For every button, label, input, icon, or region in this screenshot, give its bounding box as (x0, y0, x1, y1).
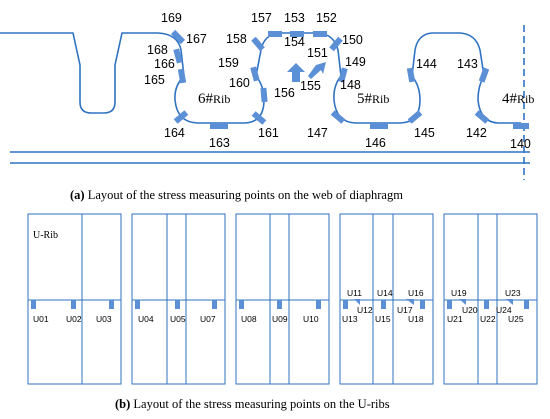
point-151: 151 (307, 46, 328, 60)
point-154: 154 (284, 35, 305, 49)
point-U16: U16 (408, 288, 424, 298)
point-U01: U01 (33, 314, 49, 324)
urib-panel-title: U-Rib (33, 230, 58, 241)
point-159: 159 (218, 56, 239, 70)
point-168: 168 (147, 43, 168, 57)
point-U18: U18 (408, 314, 424, 324)
point-164: 164 (164, 126, 185, 140)
point-U23: U23 (505, 288, 521, 298)
point-U12: U12 (357, 305, 373, 315)
point-U19: U19 (451, 288, 467, 298)
point-149: 149 (345, 55, 366, 69)
caption-b: (b) Layout of the stress measuring point… (115, 397, 390, 411)
point-U03: U03 (96, 314, 112, 324)
point-U22: U22 (480, 314, 496, 324)
point-161: 161 (258, 126, 279, 140)
urib-panels (27, 213, 538, 385)
point-148: 148 (340, 78, 361, 92)
point-158: 158 (226, 32, 247, 46)
point-145: 145 (414, 126, 435, 140)
point-U05: U05 (170, 314, 186, 324)
point-166: 166 (154, 57, 175, 71)
gauges-web (170, 29, 529, 129)
point-U21: U21 (447, 314, 463, 324)
rib-label-6: 6#Rib (198, 91, 230, 107)
point-U08: U08 (241, 314, 257, 324)
point-labels-urib: U01 U02 U03 U04 U05 U07 U08 U09 U10 U11 … (33, 288, 524, 324)
point-144: 144 (416, 57, 437, 71)
point-142: 142 (466, 126, 487, 140)
point-labels-web: 169 168 167 166 165 164 163 161 160 159 … (144, 11, 531, 151)
point-U20: U20 (462, 305, 478, 315)
point-167: 167 (186, 32, 207, 46)
point-153: 153 (284, 11, 305, 25)
caption-a: (a) Layout of the stress measuring point… (70, 188, 403, 202)
point-U25: U25 (508, 314, 524, 324)
point-U11: U11 (347, 288, 362, 298)
gauges-urib (31, 299, 529, 309)
point-140: 140 (510, 137, 531, 151)
point-146: 146 (365, 136, 386, 150)
point-U13: U13 (342, 314, 358, 324)
point-U02: U02 (66, 314, 82, 324)
gauges-arrows (287, 62, 326, 82)
point-165: 165 (144, 73, 165, 87)
point-U07: U07 (200, 314, 216, 324)
point-156: 156 (274, 86, 295, 100)
point-155: 155 (300, 79, 321, 93)
point-U09: U09 (272, 314, 288, 324)
point-U10: U10 (303, 314, 319, 324)
point-157: 157 (251, 11, 272, 25)
rib-label-4: 4#Rib (502, 91, 534, 107)
point-169: 169 (161, 11, 182, 25)
point-152: 152 (316, 11, 337, 25)
point-U15: U15 (375, 314, 391, 324)
deck-lines (10, 151, 530, 164)
point-U24: U24 (496, 305, 512, 315)
rib-label-5: 5#Rib (357, 91, 389, 107)
point-U14: U14 (377, 288, 393, 298)
point-143: 143 (457, 57, 478, 71)
point-U04: U04 (138, 314, 154, 324)
point-163: 163 (209, 136, 230, 150)
point-160: 160 (229, 76, 250, 90)
point-147: 147 (307, 126, 328, 140)
point-U17: U17 (397, 305, 413, 315)
point-150: 150 (342, 33, 363, 47)
